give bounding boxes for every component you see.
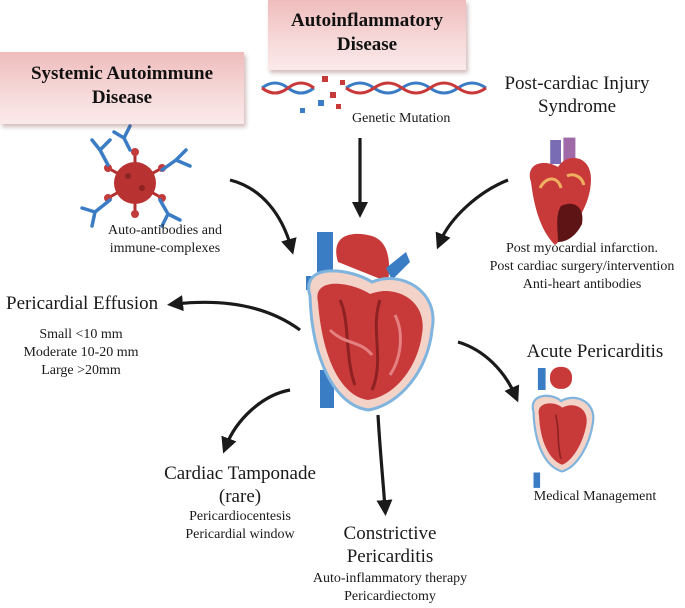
item-line: Medical Management bbox=[510, 488, 680, 506]
arrow-heart-to-tamponade bbox=[226, 390, 290, 446]
dna-icon bbox=[262, 76, 486, 113]
arrow-heart-to-effusion bbox=[175, 302, 300, 330]
acute-pericarditis-items: Medical Management bbox=[510, 488, 680, 506]
pericarditis-heart-icon bbox=[533, 367, 594, 488]
title-line: Constrictive bbox=[320, 522, 460, 545]
label-line: immune-complexes bbox=[70, 240, 260, 258]
item-line: Pericardiectomy bbox=[300, 588, 480, 606]
item-line: Small <10 mm bbox=[6, 326, 156, 344]
arrow-postcardiac-to-heart bbox=[440, 180, 508, 242]
pericardial-effusion-items: Small <10 mm Moderate 10-20 mm Large >20… bbox=[6, 326, 156, 380]
cardiac-tamponade-items: Pericardiocentesis Pericardial window bbox=[150, 508, 330, 544]
item-line: Anti-heart antibodies bbox=[482, 276, 682, 294]
genetic-mutation-label: Genetic Mutation bbox=[352, 110, 450, 128]
cardiac-tamponade-title: Cardiac Tamponade (rare) bbox=[150, 462, 330, 508]
inflamed-heart-icon bbox=[306, 232, 433, 410]
title-line: Post-cardiac Injury bbox=[482, 72, 672, 95]
constrictive-pericarditis-items: Auto-inflammatory therapy Pericardiectom… bbox=[300, 570, 480, 606]
acute-pericarditis-title: Acute Pericarditis bbox=[510, 340, 680, 363]
label-line: Auto-antibodies and bbox=[70, 222, 260, 240]
item-line: Pericardiocentesis bbox=[150, 508, 330, 526]
systemic-autoimmune-disease-box: Systemic Autoimmune Disease bbox=[0, 52, 244, 124]
item-line: Moderate 10-20 mm bbox=[6, 344, 156, 362]
box-line: Disease bbox=[268, 33, 466, 57]
box-line: Systemic Autoimmune bbox=[0, 62, 244, 86]
constrictive-pericarditis-title: Constrictive Pericarditis bbox=[320, 522, 460, 568]
damaged-heart-icon bbox=[530, 138, 591, 245]
pericardial-effusion-title: Pericardial Effusion bbox=[6, 292, 158, 315]
item-line: Auto-inflammatory therapy bbox=[300, 570, 480, 588]
post-cardiac-title: Post-cardiac Injury Syndrome bbox=[482, 72, 672, 118]
title-line: Cardiac Tamponade bbox=[150, 462, 330, 485]
autoinflammatory-disease-box: Autoinflammatory Disease bbox=[268, 0, 466, 70]
item-line: Pericardial window bbox=[150, 526, 330, 544]
title-line: Pericarditis bbox=[320, 545, 460, 568]
title-line: (rare) bbox=[150, 485, 330, 508]
arrow-heart-to-acute bbox=[458, 342, 515, 395]
box-line: Autoinflammatory bbox=[268, 9, 466, 33]
antibodies-label: Auto-antibodies and immune-complexes bbox=[70, 222, 260, 258]
box-line: Disease bbox=[0, 86, 244, 110]
post-cardiac-items: Post myocardial infarction. Post cardiac… bbox=[482, 240, 682, 294]
virus-antibody-icon bbox=[82, 126, 190, 226]
item-line: Post cardiac surgery/intervention bbox=[482, 258, 682, 276]
item-line: Post myocardial infarction. bbox=[482, 240, 682, 258]
item-line: Large >20mm bbox=[6, 362, 156, 380]
title-line: Syndrome bbox=[482, 95, 672, 118]
arrow-heart-to-constrictive bbox=[378, 415, 385, 508]
